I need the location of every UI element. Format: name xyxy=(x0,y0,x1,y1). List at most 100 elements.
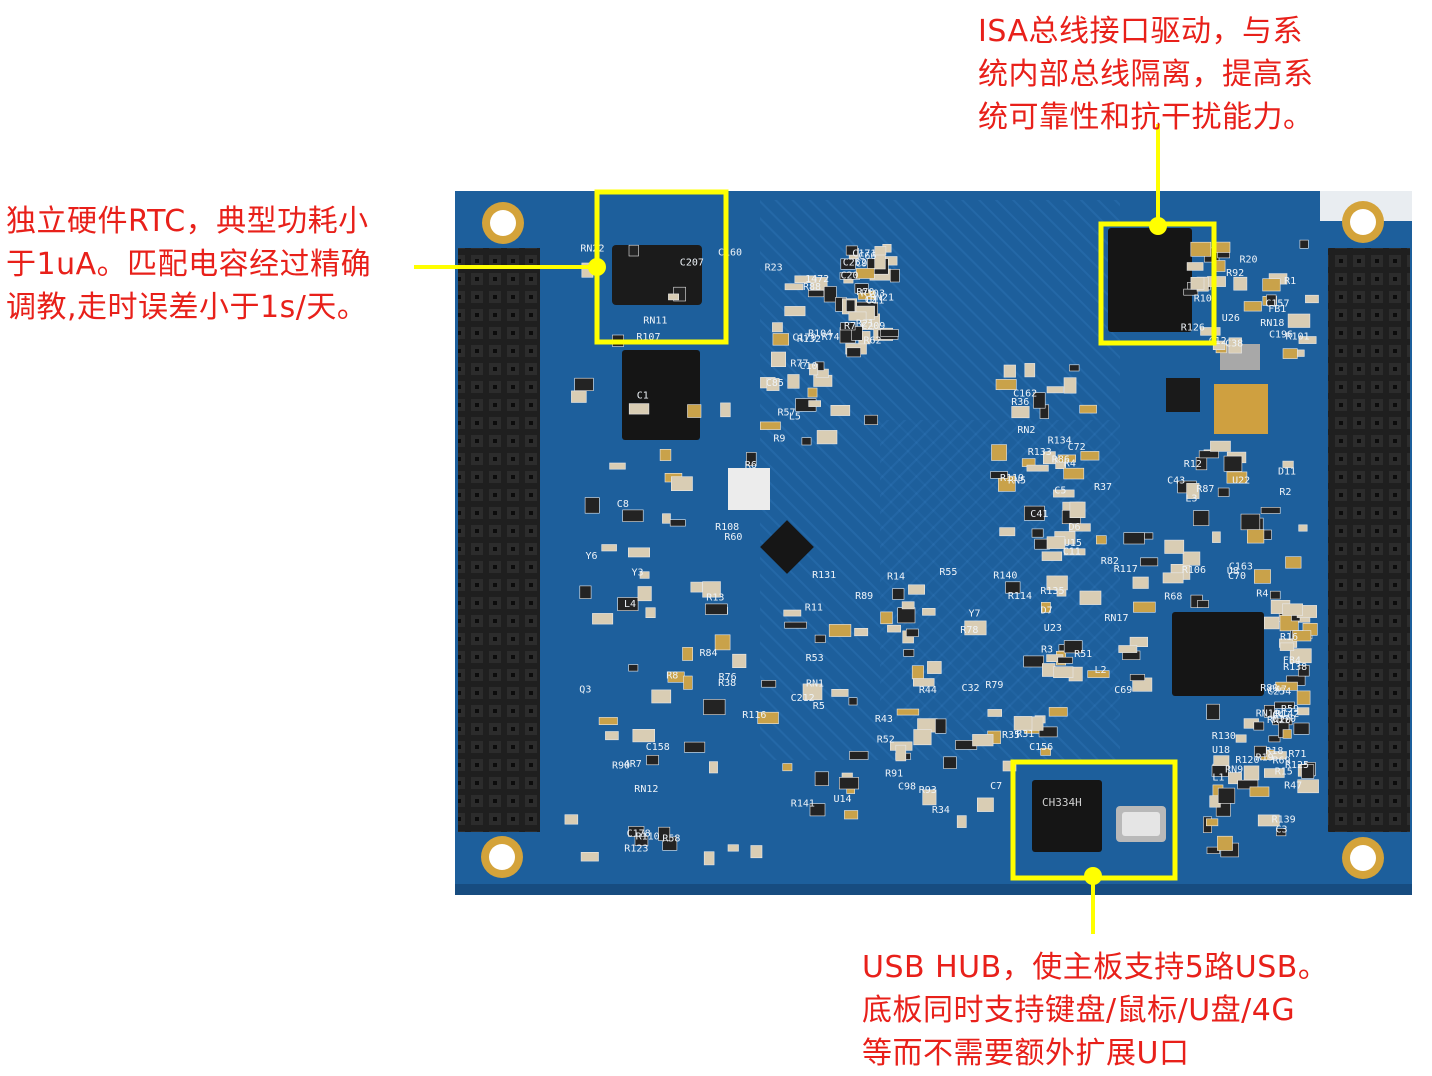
silkscreen-label: RN1 xyxy=(806,678,824,689)
silkscreen-label: R74 xyxy=(822,332,840,343)
callout-usb-hub: USB HUB，使主板支持5路USB。 底板同时支持键盘/鼠标/U盘/4G 等而… xyxy=(862,950,1329,1071)
silkscreen-label: R117 xyxy=(1114,564,1138,575)
silkscreen-label: R12 xyxy=(1184,459,1202,470)
silkscreen-label: C156 xyxy=(1029,742,1053,753)
silkscreen-label: R139 xyxy=(1272,815,1296,826)
silkscreen-label: C69 xyxy=(1114,685,1132,696)
silkscreen-label: C43 xyxy=(1167,476,1185,487)
silkscreen-label: C207 xyxy=(680,258,704,269)
silkscreen-label: C3 xyxy=(1276,825,1288,836)
chip-u11 xyxy=(1172,612,1264,696)
silkscreen-label: R89 xyxy=(855,591,873,602)
silkscreen-label: C160 xyxy=(718,248,742,259)
silkscreen-label: R131 xyxy=(812,570,836,581)
silkscreen-label: RN5 xyxy=(1008,476,1026,487)
silkscreen-label: R10 xyxy=(1194,294,1212,305)
silkscreen-label: R31 xyxy=(1016,729,1034,740)
silkscreen-label: U26 xyxy=(1222,313,1240,324)
silkscreen-label: R21 xyxy=(856,318,874,329)
silkscreen-label: R132 xyxy=(797,334,821,345)
leader-isa xyxy=(1149,124,1167,235)
silkscreen-label: C212 xyxy=(791,693,815,704)
chip-u13 xyxy=(622,350,700,440)
silkscreen-label: C7 xyxy=(990,781,1002,792)
silkscreen-label: C5 xyxy=(1054,485,1066,496)
silkscreen-label: R116 xyxy=(742,710,766,721)
inductor-l4 xyxy=(1166,378,1200,412)
silkscreen-label: R90 xyxy=(612,760,630,771)
silkscreen-label: R23 xyxy=(765,263,783,274)
silkscreen-label: R138 xyxy=(1283,662,1307,673)
chip-u14: CH334H xyxy=(1032,780,1102,852)
silkscreen-label: RN19 xyxy=(1256,709,1280,720)
silkscreen-label: R14 xyxy=(887,571,905,582)
silkscreen-label: RN21 xyxy=(870,293,894,304)
silkscreen-label: R86 xyxy=(1052,455,1070,466)
silkscreen-label: R37 xyxy=(1094,482,1112,493)
silkscreen-label: C162 xyxy=(1013,389,1037,400)
silkscreen-label: C209 xyxy=(861,321,885,332)
silkscreen-label: R36 xyxy=(1011,397,1029,408)
silkscreen-label: R133 xyxy=(1028,447,1052,458)
silkscreen-label: R8 xyxy=(666,670,678,681)
silkscreen-label: Y7 xyxy=(969,609,981,620)
silkscreen-label: L4 xyxy=(624,599,636,610)
silkscreen-label: R58 xyxy=(662,833,680,844)
silkscreen-label: RN17 xyxy=(1104,613,1128,624)
silkscreen-label: C72 xyxy=(1068,442,1086,453)
silkscreen-label: R125 xyxy=(1285,760,1309,771)
silkscreen-label: C20 xyxy=(841,270,859,281)
silkscreen-label: U11 xyxy=(866,296,884,307)
silkscreen-label: R57 xyxy=(778,408,796,419)
silkscreen-label: R119 xyxy=(1000,473,1024,484)
silkscreen-label: U18 xyxy=(1212,745,1230,756)
silkscreen-label: R91 xyxy=(885,768,903,779)
silkscreen-label: R80 xyxy=(1260,683,1278,694)
silkscreen-label: R104 xyxy=(808,328,832,339)
right-pin-header xyxy=(1328,248,1410,832)
silkscreen-label: R84 xyxy=(700,648,718,659)
silkscreen-label: RN11 xyxy=(643,315,667,326)
crystal-y6 xyxy=(728,468,770,510)
silkscreen-label: R51 xyxy=(1074,649,1092,660)
silkscreen-label: C85 xyxy=(766,378,784,389)
silkscreen-label: C38 xyxy=(1225,338,1243,349)
leader-usb xyxy=(1084,867,1102,934)
silkscreen-label: Y6 xyxy=(586,551,598,562)
smd-components xyxy=(564,239,1319,866)
callout-isa-driver: ISA总线接口驱动，与系 统内部总线隔离，提高系 统可靠性和抗干扰能力。 xyxy=(978,14,1314,135)
silkscreen-label: R60 xyxy=(724,532,742,543)
silkscreen-label: 4R7 xyxy=(624,759,642,770)
silkscreen-label: RN2 xyxy=(1017,425,1035,436)
silkscreen-label: C158 xyxy=(646,742,670,753)
silkscreen-label: C70 xyxy=(1228,571,1246,582)
silkscreen-label: C12 xyxy=(1209,336,1227,347)
silkscreen-label: C10 xyxy=(800,361,818,372)
silkscreen-label: U22 xyxy=(1232,475,1250,486)
silkscreen-label: R6 xyxy=(745,460,757,471)
silkscreen-label: R92 xyxy=(1226,268,1244,279)
silkscreen-label: R103 xyxy=(861,289,885,300)
silkscreen-label: R2 xyxy=(1279,487,1291,498)
silkscreen-label: R82 xyxy=(1101,556,1119,567)
silkscreen-label: R135 xyxy=(1040,586,1064,597)
crystal-y7 xyxy=(1116,806,1166,842)
silkscreen-label: FB1 xyxy=(1268,304,1286,315)
silkscreen-label: C170 xyxy=(1272,714,1296,725)
callout-hardware-rtc: 独立硬件RTC，典型功耗小 于1uA。匹配电容经过精确 调教,走时误差小于1s/… xyxy=(6,204,372,325)
chip-u18 xyxy=(1108,228,1192,332)
silkscreen-label: RN9 xyxy=(1225,765,1243,776)
silkscreen-label: R20 xyxy=(1240,255,1258,266)
silkscreen-label: R130 xyxy=(1212,731,1236,742)
silkscreen-label: R134 xyxy=(1048,436,1072,447)
silkscreen-label: R15 xyxy=(1275,766,1293,777)
silkscreen-label: R70 xyxy=(856,287,874,298)
silkscreen-label: C157 xyxy=(1265,299,1289,310)
silkscreen-label: C163 xyxy=(1229,562,1253,573)
silkscreen-label: C47 xyxy=(1269,684,1287,695)
silkscreen-label: R114 xyxy=(1008,591,1032,602)
silkscreen-label: C1 xyxy=(637,391,649,402)
silkscreen-label: L2 xyxy=(1095,665,1107,676)
